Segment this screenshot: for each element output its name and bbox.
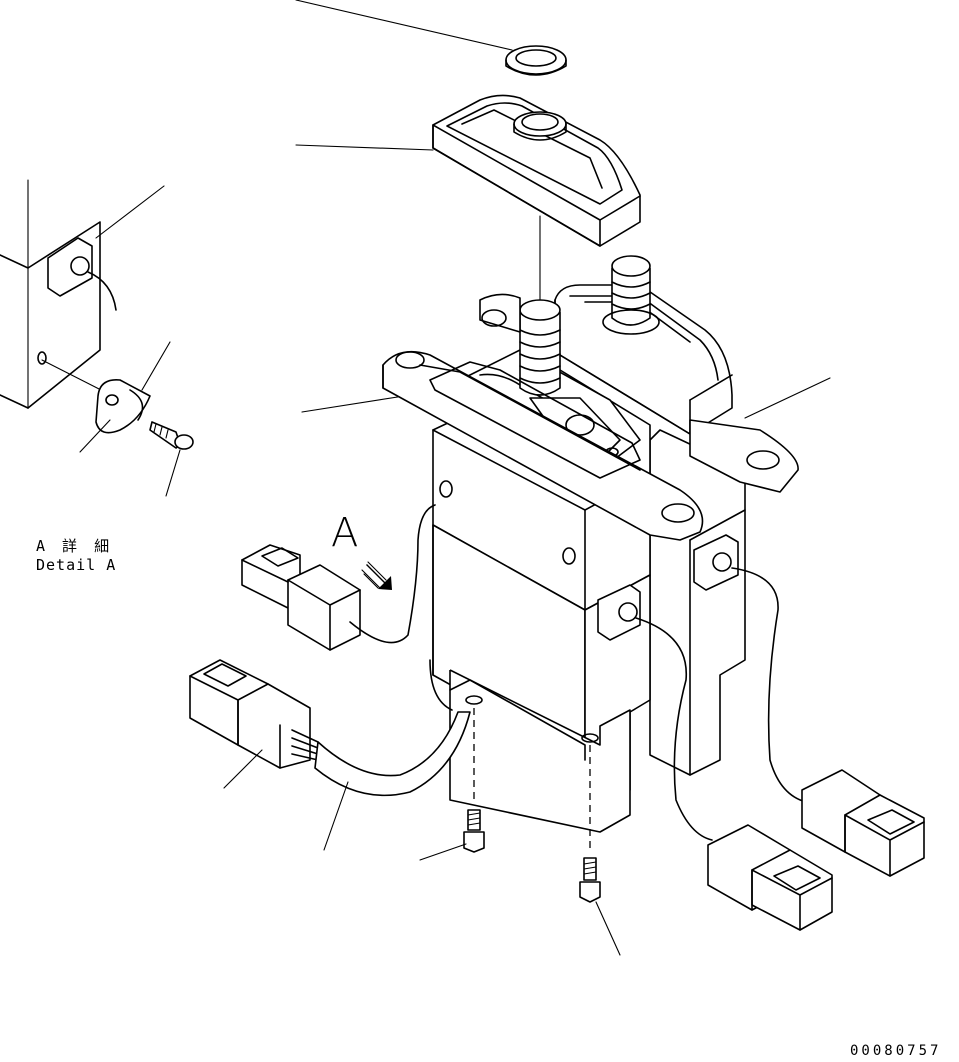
lever-assembly [432, 255, 746, 833]
leader-line-bracket-right [744, 377, 831, 419]
washer [295, 0, 567, 76]
detail-a-label-en: Detail A [36, 556, 117, 574]
leader-line-screw [165, 449, 181, 497]
mounting-bolt-right [579, 745, 621, 956]
connector-right-top [693, 534, 925, 877]
leader-line-bolt-right [595, 901, 621, 956]
leader-line-harness [323, 781, 349, 851]
leader-line-boot [295, 144, 434, 151]
leader-line-bracket [301, 395, 405, 413]
connector-upper-left [241, 504, 436, 651]
view-arrow-a [361, 561, 392, 590]
leader-line-washer [295, 0, 513, 51]
drawing-number: 00080757 [850, 1043, 942, 1059]
switch-boot [295, 94, 641, 301]
leader-line-connector [223, 749, 263, 789]
detail-a-inset [0, 179, 194, 497]
view-arrow-letter: A [331, 510, 359, 556]
mounting-bracket [301, 350, 831, 541]
leader-line-detail-connector [95, 185, 165, 239]
leader-line-bolt-left [419, 843, 467, 861]
connector-lower-left [189, 659, 471, 797]
detail-a-label-jp: A 詳 細 [36, 537, 114, 555]
connector-right-middle [597, 584, 833, 931]
leader-line-clamp-top [141, 341, 171, 391]
mounting-bolt-left [419, 708, 485, 861]
leader-line-clamp [79, 419, 111, 453]
